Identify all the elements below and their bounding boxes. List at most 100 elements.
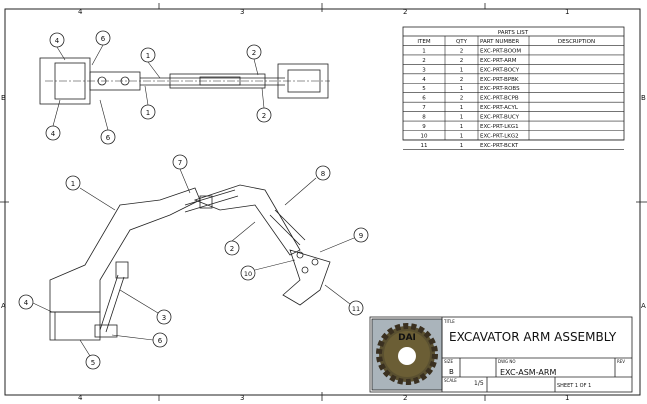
- balloon-label: 2: [252, 49, 256, 57]
- balloon: 4: [18, 294, 34, 310]
- parts-list-cell: EXC-PRT-ARM: [480, 58, 517, 64]
- zone-bottom-4: 4: [78, 394, 83, 402]
- parts-list-cell: 2: [460, 58, 464, 64]
- balloon: 4: [49, 32, 65, 48]
- balloons: 4 6 1 2 1 2 4 6 7 1 8 9 2 10 11 3 6 4 5: [18, 30, 369, 370]
- gear-logo: DAI: [376, 323, 438, 385]
- side-view: [49, 184, 331, 341]
- zone-side-a-right: A: [641, 302, 646, 310]
- parts-list-header: PART NUMBER: [480, 39, 519, 45]
- balloon-label: 1: [146, 52, 150, 60]
- balloon-label: 11: [352, 305, 360, 313]
- balloon-label: 3: [162, 314, 166, 322]
- balloon: 6: [100, 129, 116, 145]
- zone-side-b-right: B: [641, 94, 646, 102]
- balloon-label: 4: [51, 130, 56, 138]
- balloon-label: 9: [359, 232, 363, 240]
- balloon: 2: [246, 44, 262, 60]
- top-view: [39, 57, 330, 105]
- balloon-label: 6: [101, 35, 106, 43]
- parts-list-cell: 8: [422, 115, 426, 121]
- balloon-label: 1: [71, 180, 75, 188]
- title-label: TITLE: [443, 319, 455, 324]
- parts-list-cell: 1: [422, 48, 426, 54]
- parts-list-cell: EXC-PRT-BUCY: [480, 115, 520, 121]
- parts-list-cell: 2: [460, 96, 464, 102]
- parts-list-cell: 10: [421, 133, 428, 139]
- balloon-label: 6: [106, 134, 111, 142]
- parts-list-title: PARTS LIST: [498, 30, 529, 36]
- balloon-label: 2: [230, 245, 234, 253]
- balloon-label: 8: [321, 170, 325, 178]
- sheet-value: SHEET 1 OF 1: [557, 383, 591, 389]
- size-value: B: [449, 368, 454, 376]
- parts-list-cell: 1: [460, 133, 464, 139]
- parts-list-cell: 3: [422, 67, 426, 73]
- title-block: DAI: [369, 316, 633, 393]
- parts-list-cell: EXC-PRT-BOCY: [480, 67, 520, 73]
- parts-list-cell: 1: [460, 124, 464, 130]
- balloon: 2: [224, 240, 240, 256]
- parts-list-cell: EXC-PRT-BCKT: [480, 143, 519, 149]
- zone-bottom-2: 2: [403, 394, 407, 402]
- parts-list-cell: 1: [460, 86, 464, 92]
- zone-top-1: 1: [565, 8, 569, 16]
- scale-label: SCALE: [444, 378, 457, 383]
- balloon: 11: [348, 300, 364, 316]
- balloon: 5: [85, 354, 101, 370]
- balloon: 9: [353, 227, 369, 243]
- zone-top-2: 2: [403, 8, 407, 16]
- parts-list-cell: 9: [422, 124, 426, 130]
- balloon: 6: [152, 332, 168, 348]
- dwg-no-label: DWG NO: [498, 359, 516, 364]
- balloon: 8: [315, 165, 331, 181]
- parts-list-cell: 2: [422, 58, 426, 64]
- zone-side-a-left: A: [1, 302, 6, 310]
- parts-list-cell: 1: [460, 67, 464, 73]
- zone-top-4: 4: [78, 8, 83, 16]
- parts-list-cell: 5: [422, 86, 426, 92]
- zone-labels: 4 3 2 1 4 3 2 1 B A B A: [1, 8, 646, 402]
- balloon-label: 10: [244, 270, 252, 278]
- dwg-no-value: EXC-ASM-ARM: [500, 368, 556, 377]
- leader-lines: [32, 44, 355, 357]
- parts-list-cell: 1: [460, 143, 464, 149]
- balloon: 1: [140, 47, 156, 63]
- parts-list-cell: 2: [460, 48, 464, 54]
- zone-top-3: 3: [240, 8, 244, 16]
- parts-list-cell: EXC-PRT-ROBS: [480, 86, 520, 92]
- scale-value: 1/5: [474, 380, 484, 387]
- rev-label: REV: [617, 359, 625, 364]
- balloon: 10: [240, 265, 256, 281]
- balloon-label: 4: [55, 37, 60, 45]
- balloon-label: 1: [146, 109, 150, 117]
- parts-list-cell: 4: [422, 77, 426, 83]
- balloon: 3: [156, 309, 172, 325]
- drawing-title: EXCAVATOR ARM ASSEMBLY: [449, 330, 617, 344]
- parts-list-header: QTY: [456, 39, 468, 45]
- parts-list-cell: EXC-PRT-ACYL: [480, 105, 519, 111]
- balloon: 7: [172, 154, 188, 170]
- balloon-label: 4: [24, 299, 29, 307]
- parts-list-cell: 6: [422, 96, 426, 102]
- zone-bottom-3: 3: [240, 394, 244, 402]
- zone-side-b-left: B: [1, 94, 6, 102]
- balloon: 4: [45, 125, 61, 141]
- balloon-label: 5: [91, 359, 95, 367]
- balloon: 2: [256, 107, 272, 123]
- logo-text: DAI: [398, 333, 416, 343]
- parts-list-cell: EXC-PRT-BCPB: [480, 96, 519, 102]
- parts-list-cell: EXC-PRT-BOOM: [480, 48, 521, 54]
- parts-list-header: DESCRIPTION: [558, 39, 595, 45]
- size-label: SIZE: [444, 359, 453, 364]
- parts-list-cell: 1: [460, 115, 464, 121]
- parts-list-cell: 1: [460, 105, 464, 111]
- parts-list-cell: EXC-PRT-LKG1: [480, 124, 519, 130]
- parts-list-cell: 2: [460, 77, 464, 83]
- parts-list-cell: 11: [421, 143, 428, 149]
- balloon-label: 2: [262, 112, 266, 120]
- balloon-label: 6: [158, 337, 163, 345]
- parts-list-cell: EXC-PRT-BPBK: [480, 77, 519, 83]
- balloon-label: 7: [178, 159, 182, 167]
